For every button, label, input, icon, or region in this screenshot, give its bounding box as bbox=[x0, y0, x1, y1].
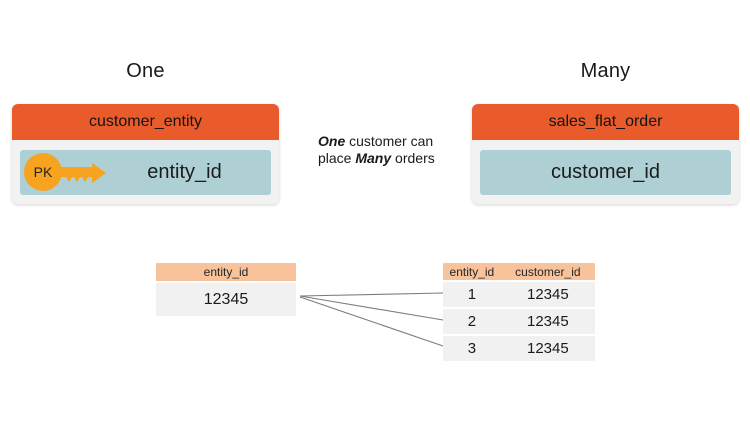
customer-id-field-label: customer_id bbox=[551, 161, 660, 183]
note-text-2: place bbox=[318, 150, 356, 166]
row-customer-id: 12345 bbox=[527, 286, 569, 303]
customer-entity-data-table: entity_id 12345 bbox=[156, 263, 296, 316]
sales-flat-order-title: sales_flat_order bbox=[472, 104, 739, 140]
relationship-note: One customer can place Many orders bbox=[318, 133, 448, 167]
note-text-1: customer can bbox=[345, 133, 434, 149]
note-text-3: orders bbox=[391, 150, 435, 166]
entity-id-field-row: PK entity_id bbox=[20, 150, 271, 195]
row-entity-id: 2 bbox=[467, 313, 477, 330]
row-customer-id: 12345 bbox=[527, 340, 569, 357]
left-table-value: 12345 bbox=[156, 283, 296, 316]
sales-flat-order-data-table: entity_id customer_id 1 12345 2 12345 3 … bbox=[443, 263, 595, 361]
right-table-header-customer-id: customer_id bbox=[515, 264, 581, 279]
table-row: 1 12345 bbox=[443, 282, 595, 309]
right-table-header-row: entity_id customer_id bbox=[443, 263, 595, 282]
table-row: 2 12345 bbox=[443, 309, 595, 336]
heading-many: Many bbox=[580, 60, 631, 82]
right-table-header-entity-id: entity_id bbox=[449, 264, 495, 279]
customer-entity-card: customer_entity PK entity_id bbox=[12, 104, 279, 204]
customer-id-field-row: customer_id bbox=[480, 150, 731, 195]
note-one: One bbox=[318, 133, 346, 149]
customer-entity-title: customer_entity bbox=[12, 104, 279, 140]
left-table-header: entity_id bbox=[156, 263, 296, 283]
heading-one: One bbox=[126, 60, 165, 82]
pk-label: PK bbox=[34, 164, 53, 180]
row-entity-id: 1 bbox=[467, 286, 477, 303]
row-customer-id: 12345 bbox=[527, 313, 569, 330]
note-many: Many bbox=[355, 150, 392, 166]
entity-id-field-label: entity_id bbox=[147, 161, 222, 183]
primary-key-icon: PK bbox=[24, 153, 106, 191]
sales-flat-order-card: sales_flat_order customer_id bbox=[472, 104, 739, 204]
table-row: 3 12345 bbox=[443, 336, 595, 361]
row-entity-id: 3 bbox=[467, 340, 477, 357]
